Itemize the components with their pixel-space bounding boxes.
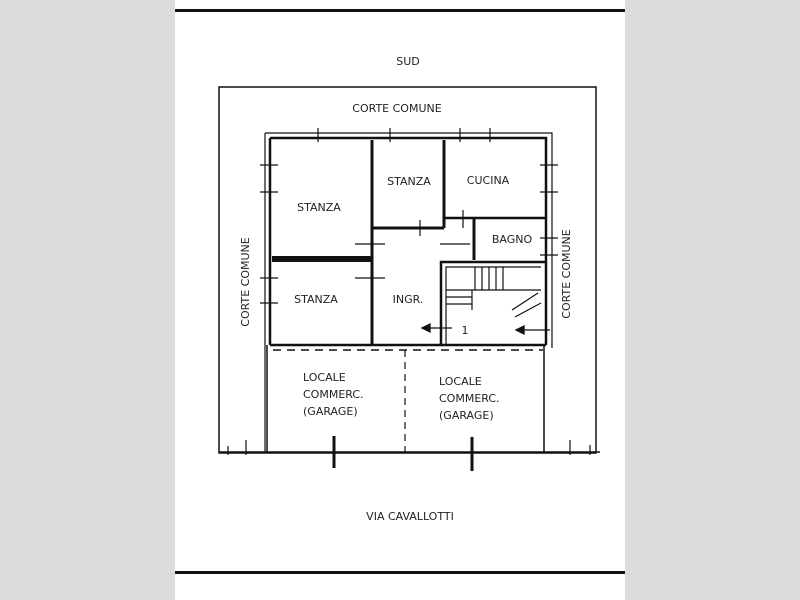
svg-text:LOCALE: LOCALE <box>439 375 482 388</box>
north-label: SUD <box>396 55 420 68</box>
floor-plan-drawing: SUD CORTE COMUNE CORTE COMUNE CORTE COMU… <box>218 55 600 523</box>
garage-1-label: LOCALE COMMERC. (GARAGE) <box>303 371 364 418</box>
svg-text:COMMERC.: COMMERC. <box>439 392 500 405</box>
bottom-border-rule <box>175 571 625 574</box>
top-border-rule <box>175 9 625 12</box>
floor-plan-sheet: SUD CORTE COMUNE CORTE COMUNE CORTE COMU… <box>175 0 625 600</box>
room-ingresso: INGR. <box>393 293 424 306</box>
room-cucina: CUCINA <box>467 174 510 187</box>
svg-text:(GARAGE): (GARAGE) <box>439 409 494 422</box>
svg-text:COMMERC.: COMMERC. <box>303 388 364 401</box>
street-label: VIA CAVALLOTTI <box>366 510 454 523</box>
room-stanza-2: STANZA <box>387 175 431 188</box>
svg-text:(GARAGE): (GARAGE) <box>303 405 358 418</box>
court-left-label: CORTE COMUNE <box>239 237 252 326</box>
room-stanza-1: STANZA <box>297 201 341 214</box>
room-bagno: BAGNO <box>492 233 533 246</box>
lot-boundary <box>218 86 597 454</box>
court-top-label: CORTE COMUNE <box>352 102 441 115</box>
garage-2-label: LOCALE COMMERC. (GARAGE) <box>439 375 500 422</box>
stair-number: 1 <box>462 324 469 337</box>
court-right-label: CORTE COMUNE <box>560 229 573 318</box>
room-stanza-3: STANZA <box>294 293 338 306</box>
svg-text:LOCALE: LOCALE <box>303 371 346 384</box>
